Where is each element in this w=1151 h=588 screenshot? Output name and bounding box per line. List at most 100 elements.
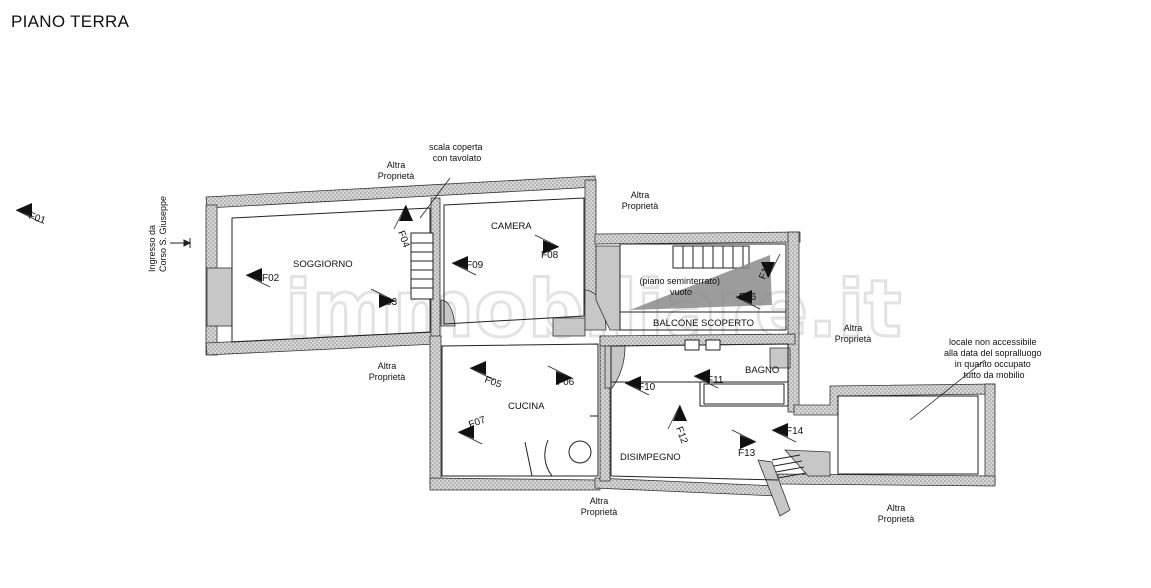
marker-label: F06 — [557, 377, 575, 388]
photo-marker-f01: F01 — [15, 203, 47, 227]
marker-label: F13 — [738, 448, 756, 459]
stair-upper-right — [672, 245, 750, 269]
marker-line — [771, 429, 797, 443]
photo-marker-f10: F10 — [624, 376, 656, 396]
marker-line — [245, 274, 271, 288]
room-bagno: BAGNO — [745, 365, 779, 376]
marker-line — [370, 288, 396, 302]
interior-lines — [231, 197, 979, 481]
marker-arrow — [694, 369, 710, 383]
photo-marker-f13: F13 — [731, 429, 757, 459]
note-vuoto: (piano seminterrato) vuoto — [639, 276, 722, 297]
marker-arrow — [625, 376, 641, 390]
photo-marker-f12: F12 — [667, 404, 690, 446]
note-vuoto-2: vuoto — [670, 287, 692, 297]
marker-arrow — [458, 425, 474, 439]
bath-fixture — [684, 339, 700, 351]
marker-label: F04 — [395, 229, 411, 249]
page-title: PIANO TERRA — [11, 12, 130, 31]
marker-label: F05 — [483, 374, 503, 390]
marker-line — [547, 365, 573, 379]
marker-arrow — [470, 361, 486, 375]
stair-left — [410, 232, 434, 300]
marker-line — [393, 204, 407, 230]
marker-line — [451, 262, 477, 276]
photo-marker-f11: F11 — [693, 369, 724, 389]
marker-label: F07 — [467, 414, 487, 430]
marker-arrow — [452, 256, 468, 270]
note-scala: scala coperta con tavolato — [429, 142, 485, 163]
room-disimpegno: DISIMPEGNO — [620, 452, 681, 463]
marker-arrow — [246, 268, 262, 282]
marker-label: F02 — [262, 273, 280, 284]
room-camera: CAMERA — [491, 221, 532, 232]
photo-marker-f05: F05 — [469, 361, 503, 391]
photo-marker-f07: F07 — [457, 414, 488, 445]
note-locale-3: in quanto occupato — [955, 359, 1031, 369]
marker-line — [469, 367, 495, 381]
bath-fixture — [705, 339, 721, 351]
marker-label: F01 — [27, 210, 47, 226]
marker-line — [15, 209, 41, 223]
marker-label: F08 — [541, 250, 559, 261]
marker-line — [624, 382, 650, 396]
marker-label: F10 — [638, 382, 656, 393]
marker-line — [731, 429, 757, 443]
marker-arrow — [543, 240, 559, 254]
photo-marker-f08: F08 — [534, 234, 560, 261]
entrance-line-1: Ingresso da — [147, 225, 157, 272]
note-vuoto-1: (piano seminterrato) — [639, 276, 720, 286]
marker-arrow — [399, 205, 413, 221]
marker-label: F11 — [707, 375, 724, 386]
note-locale: locale non accessibile alla data del sop… — [944, 337, 1044, 380]
note-locale-2: alla data del sopralluogo — [944, 348, 1042, 358]
note-scala-1: scala coperta — [429, 142, 483, 152]
marker-arrow — [761, 262, 775, 278]
marker-label: F16 — [739, 292, 757, 303]
marker-line — [457, 431, 483, 445]
marker-line — [667, 404, 681, 430]
note-locale-4: tutto da mobilio — [963, 370, 1024, 380]
entrance-arrow — [170, 238, 192, 248]
marker-arrow — [16, 203, 32, 217]
marker-label: F03 — [380, 297, 398, 308]
note-scala-2: con tavolato — [433, 153, 482, 163]
marker-arrow — [740, 435, 756, 449]
room-balcone: BALCONE SCOPERTO — [653, 318, 754, 329]
entrance-line-2: Corso S. Giuseppe — [158, 196, 168, 272]
marker-label: F09 — [466, 260, 484, 271]
marker-line — [534, 234, 560, 248]
marker-line — [767, 253, 781, 279]
photo-marker-f16: F16 — [735, 290, 761, 310]
marker-line — [735, 296, 761, 310]
entrance-label: Ingresso da Corso S. Giuseppe — [147, 196, 168, 272]
marker-arrow — [673, 405, 687, 421]
note-locale-1: locale non accessibile — [949, 337, 1037, 347]
leader-lines — [419, 177, 986, 421]
stair-lower-right — [771, 454, 807, 479]
photo-marker-f14: F14 — [771, 423, 804, 443]
marker-line — [693, 375, 719, 389]
marker-arrow — [379, 294, 395, 308]
marker-label: F12 — [673, 425, 689, 445]
room-cucina: CUCINA — [508, 401, 545, 412]
marker-arrow — [556, 371, 572, 385]
room-soggiorno: SOGGIORNO — [293, 259, 353, 270]
marker-arrow — [772, 423, 788, 437]
photo-marker-f09: F09 — [451, 256, 484, 276]
photo-marker-f04: F04 — [393, 204, 413, 250]
marker-label: F14 — [786, 426, 804, 437]
photo-marker-f06: F06 — [547, 365, 575, 388]
photo-marker-f02: F02 — [245, 268, 280, 288]
void-area — [630, 255, 772, 310]
photo-marker-f03: F03 — [370, 288, 398, 308]
